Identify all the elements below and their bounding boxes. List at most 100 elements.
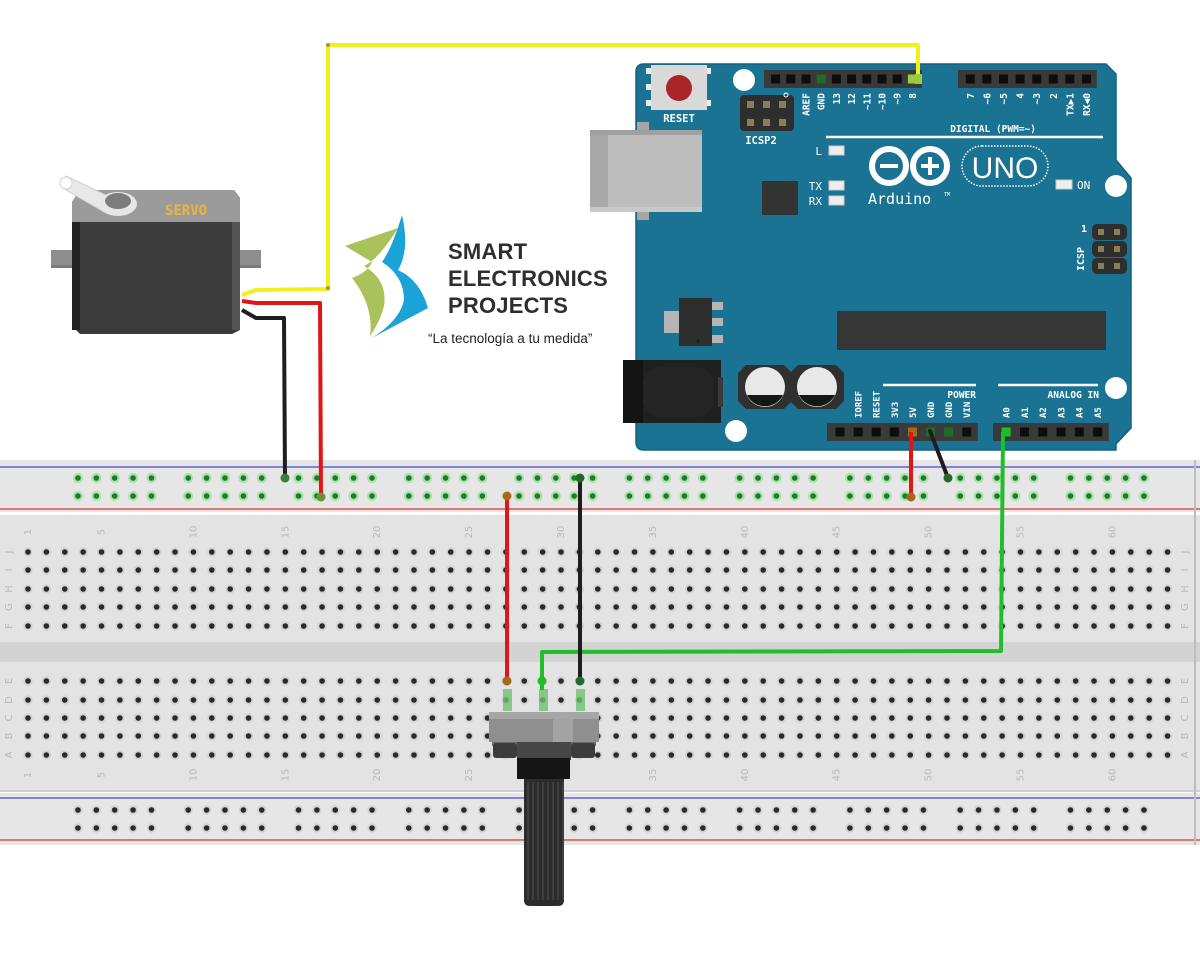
breadboard-hole [429,733,436,739]
breadboard-hole [1054,752,1061,758]
breadboard-hole [742,586,748,592]
icsp2-pin [779,119,786,126]
breadboard-hole [539,604,546,610]
power-rail-hole [571,475,578,481]
breadboard-hole [999,733,1005,739]
breadboard-hole [61,623,68,629]
breadboard-hole [668,715,675,721]
breadboard-hole [1146,678,1152,684]
atmega-microcontroller [837,311,1106,350]
power-rail-hole [93,807,100,813]
breadboard-hole [1128,733,1134,739]
power-rail-hole [957,807,963,813]
breadboard-hole [392,623,399,629]
breadboard-hole [337,567,344,573]
breadboard-hole [705,623,711,629]
breadboard-hole [650,697,656,703]
breadboard-hole [429,604,436,610]
analog-pin-label: A3 [1057,407,1067,418]
breadboard-hole [889,752,895,758]
breadboard-hole [374,549,381,555]
breadboard-hole [907,604,914,610]
row-letter-label: G [1180,603,1191,611]
breadboard-hole [742,752,748,758]
breadboard-hole [1128,715,1134,721]
column-number-label: 15 [280,769,291,782]
breadboard-hole [650,567,656,573]
power-rail-hole [405,825,412,831]
breadboard-hole [282,567,289,573]
breadboard-hole [209,549,215,555]
breadboard-hole [209,678,215,684]
breadboard-hole [447,733,454,739]
servo-motor: SERVO [51,175,261,334]
power-pin-label: 3V3 [891,402,901,418]
breadboard-hole [870,604,877,610]
power-rail-hole [516,825,522,831]
breadboard-hole [374,697,381,703]
breadboard-hole [411,549,417,555]
breadboard-hole [723,697,730,703]
breadboard-hole [1164,752,1171,758]
breadboard-hole [374,623,381,629]
breadboard-hole [172,623,178,629]
power-rail-hole [902,475,908,481]
power-rail-hole [1030,807,1037,813]
breadboard-hole [1146,623,1152,629]
power-rail-hole [663,493,669,499]
breadboard-hole [466,567,472,573]
mounting-hole [733,69,755,91]
breadboard-hole [429,623,436,629]
breadboard-hole [1146,715,1152,721]
breadboard-hole [797,567,803,573]
power-rail-hole [791,807,798,813]
led-tx: TX [809,180,845,193]
breadboard-hole [300,678,307,684]
breadboard-hole [925,604,932,610]
breadboard-hole [650,549,656,555]
analog-pin-label: A0 [1003,407,1013,418]
row-letter-label: D [1180,696,1191,704]
breadboard-hole [668,604,675,610]
power-rail-hole [755,807,761,813]
logo-tagline: “La tecnología a tu medida” [428,331,593,346]
wire-endpoint [906,492,916,502]
breadboard-hole [43,678,50,684]
breadboard-hole [411,733,417,739]
breadboard-hole [1036,697,1042,703]
breadboard-hole [833,715,840,721]
breadboard-hole [539,623,546,629]
breadboard-hole [1036,715,1042,721]
breadboard-hole [797,697,803,703]
breadboard-hole [337,586,344,592]
breadboard-hole [1017,733,1024,739]
power-rail-hole [736,475,743,481]
servo-horn [59,175,137,216]
breadboard-hole [25,549,31,555]
breadboard-hole [760,678,766,684]
breadboard-hole [264,549,270,555]
breadboard-hole [742,678,748,684]
breadboard-hole [594,567,601,573]
icsp-pin [1114,246,1120,252]
breadboard-hole [613,586,619,592]
breadboard-hole [300,752,307,758]
breadboard-hole [466,678,472,684]
breadboard-hole [907,697,914,703]
power-rail-hole [681,475,688,481]
breadboard-hole [411,623,417,629]
breadboard-hole [227,752,233,758]
reset-button[interactable] [646,65,711,110]
breadboard-hole [447,752,454,758]
power-rail-hole [203,493,210,499]
power-rail-hole [75,475,81,481]
breadboard-hole [1091,715,1097,721]
breadboard-hole [815,604,822,610]
power-rail-hole [553,493,559,499]
breadboard-hole [484,623,491,629]
header-pin-socket [1093,427,1103,437]
breadboard-hole [558,567,564,573]
breadboard-hole [264,715,270,721]
power-rail-hole [75,493,81,499]
breadboard-hole [594,604,601,610]
